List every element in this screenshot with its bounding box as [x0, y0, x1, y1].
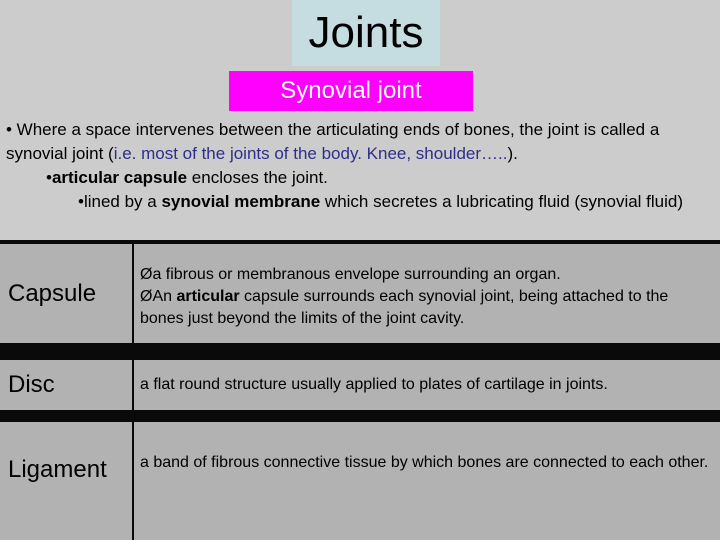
intro-line-1: • Where a space intervenes between the a… — [6, 118, 718, 166]
intro-text: • Where a space intervenes between the a… — [6, 118, 718, 214]
term-cell: Capsule — [0, 244, 132, 343]
term-cell: Ligament — [0, 422, 132, 540]
intro-line-3-bold: synovial membrane — [161, 192, 321, 211]
terms-table: Capsule Øa fibrous or membranous envelop… — [0, 240, 720, 540]
definition-line-2: ØAn articular capsule surrounds each syn… — [140, 286, 712, 330]
intro-line-3-prefix: •lined by a — [78, 192, 162, 211]
table-row-ligament: Ligament a band of fibrous connective ti… — [0, 422, 720, 540]
definition-cell: a band of fibrous connective tissue by w… — [134, 422, 720, 540]
definition-cell: Øa fibrous or membranous envelope surrou… — [134, 244, 720, 343]
definition-line-2-bold: articular — [176, 288, 240, 305]
intro-line-1-highlight: i.e. most of the joints of the body. Kne… — [113, 144, 508, 163]
intro-line-3: •lined by a synovial membrane which secr… — [6, 190, 718, 214]
page-title: Joints — [292, 0, 440, 66]
intro-line-2-bullet: • — [46, 168, 52, 187]
intro-line-2-rest: encloses the joint. — [187, 168, 328, 187]
table-row-disc: Disc a flat round structure usually appl… — [0, 360, 720, 410]
definition-cell: a flat round structure usually applied t… — [134, 360, 720, 410]
table-row-capsule: Capsule Øa fibrous or membranous envelop… — [0, 244, 720, 343]
intro-line-2: •articular capsule encloses the joint. — [6, 166, 718, 190]
intro-line-3-rest: which secretes a lubricating fluid (syno… — [320, 192, 684, 211]
definition-text: a band of fibrous connective tissue by w… — [140, 454, 709, 471]
definition-line-1: Øa fibrous or membranous envelope surrou… — [140, 266, 561, 283]
definition-line-2-rest: capsule surrounds each synovial joint, b… — [140, 288, 669, 327]
page-subtitle: Synovial joint — [229, 71, 473, 111]
term-cell: Disc — [0, 360, 132, 410]
definition-text: a flat round structure usually applied t… — [140, 376, 608, 393]
definition-line-2-prefix: ØAn — [140, 288, 177, 305]
intro-line-1-suffix: ). — [507, 144, 518, 163]
intro-line-1-prefix: • Where a space intervenes between the a… — [6, 120, 660, 163]
intro-line-2-bold: articular capsule — [51, 168, 188, 187]
